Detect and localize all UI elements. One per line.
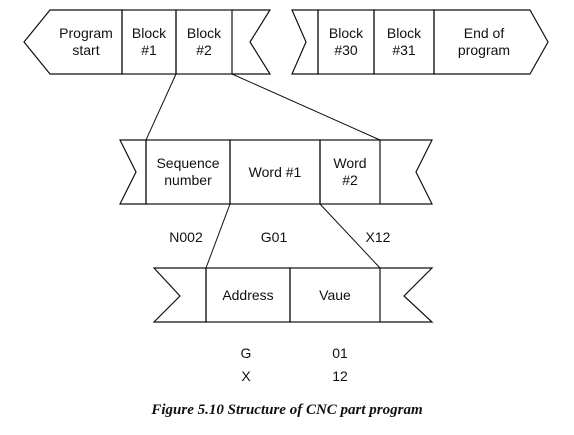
word-strip-break-left: [152, 267, 207, 323]
block-31-label-line1: Block: [387, 25, 422, 41]
end-of-program-label-line1: End of: [464, 25, 505, 41]
end-of-program-segment: [433, 9, 549, 75]
cnc-structure-diagram: Program start Block #1 Block #2 Block #3…: [23, 9, 549, 384]
block-2-label-line2: #2: [196, 42, 212, 58]
example-2-address: X: [241, 368, 251, 384]
address-label: Address: [222, 287, 273, 303]
block-31-label-line2: #31: [392, 42, 416, 58]
word-2-segment: [319, 139, 381, 205]
end-of-program-label-line2: program: [458, 42, 510, 58]
expand-line-left: [145, 73, 177, 141]
sequence-number-label-line1: Sequence: [156, 155, 219, 171]
word-2-label-line2: #2: [342, 172, 358, 188]
value-label: Vaue: [319, 287, 351, 303]
word-label-g: G01: [261, 229, 288, 245]
block-30-label-line2: #30: [334, 42, 358, 58]
sequence-number-label-line2: number: [164, 172, 212, 188]
strip-break-right: [291, 9, 319, 75]
word-label-x: X12: [366, 229, 391, 245]
block-30-label-line1: Block: [329, 25, 364, 41]
word-1-label: Word #1: [249, 164, 302, 180]
word-2-label-line1: Word: [333, 155, 366, 171]
program-start-label-line2: start: [72, 42, 99, 58]
block-1-label-line1: Block: [132, 25, 167, 41]
value-segment: [289, 267, 381, 323]
word-expand-line-right: [319, 203, 381, 269]
block-2-segment: [175, 9, 233, 75]
strip-break-left: [232, 9, 272, 75]
program-start-label-line1: Program: [59, 25, 113, 41]
block-2-label-line1: Block: [187, 25, 222, 41]
block-strip-break-left: [119, 139, 147, 205]
block-strip-break-right: [380, 139, 433, 205]
word-strip-break-right: [380, 267, 434, 323]
example-1-value: 01: [332, 345, 348, 361]
example-1-address: G: [241, 345, 252, 361]
figure-caption: Figure 5.10 Structure of CNC part progra…: [151, 402, 423, 418]
program-start-segment: [23, 9, 123, 75]
word-expand-line-left: [205, 203, 231, 269]
expand-line-right: [231, 73, 381, 141]
block-1-label-line2: #1: [141, 42, 157, 58]
example-2-value: 12: [332, 368, 348, 384]
word-label-n: N002: [169, 229, 203, 245]
